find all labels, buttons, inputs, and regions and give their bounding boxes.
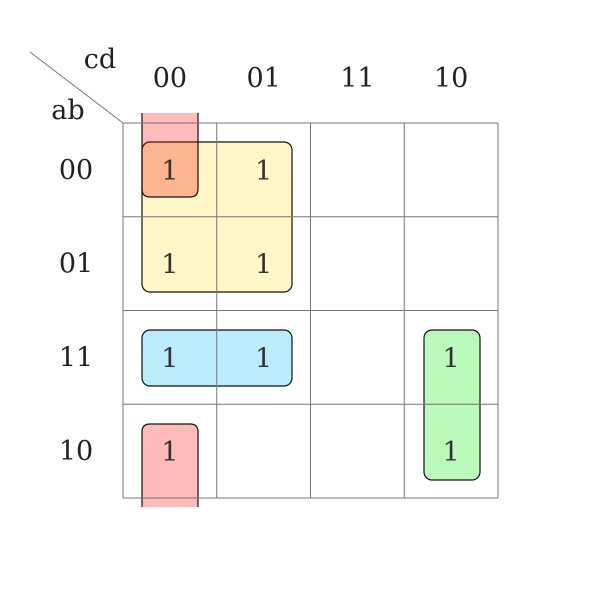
cell-10-00: 1 (161, 437, 178, 468)
cell-01-01: 1 (255, 250, 272, 281)
col-header-11: 11 (340, 63, 374, 94)
cell-11-00: 1 (161, 343, 178, 374)
row-variable-label: ab (51, 95, 84, 126)
cell-11-10: 1 (443, 343, 460, 374)
cell-01-00: 1 (161, 250, 178, 281)
group-green-pair (423, 329, 481, 481)
group-red-wrap-top (141, 113, 199, 198)
row-header-11: 11 (59, 342, 93, 373)
cell-11-01: 1 (255, 343, 272, 374)
row-header-00: 00 (59, 155, 93, 186)
col-header-01: 01 (246, 63, 280, 94)
col-variable-label: cd (84, 44, 116, 75)
cell-10-10: 1 (443, 437, 460, 468)
row-header-10: 10 (59, 436, 93, 467)
cell-00-00: 1 (161, 156, 178, 187)
col-header-10: 10 (434, 63, 468, 94)
group-red-wrap-bottom (141, 423, 199, 507)
cell-00-01: 1 (255, 156, 272, 187)
col-header-00: 00 (153, 63, 187, 94)
row-header-01: 01 (59, 249, 93, 280)
corner-diagonal (29, 51, 124, 124)
